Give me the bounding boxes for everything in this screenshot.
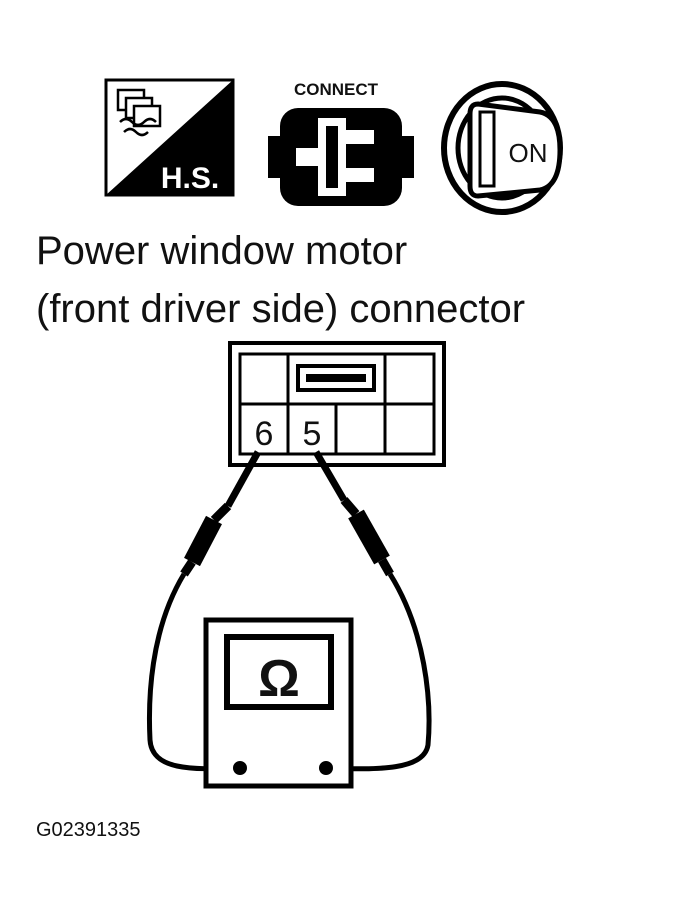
connect-icon: CONNECT — [268, 80, 414, 206]
pin-5-label: 5 — [303, 415, 322, 453]
figure-code: G02391335 — [36, 819, 141, 841]
title-line-2: (front driver side) connector — [36, 287, 525, 331]
connect-label: CONNECT — [294, 80, 379, 99]
ohm-symbol: Ω — [258, 650, 300, 708]
harness-sheet-icon: H.S. — [104, 78, 235, 197]
connector-face — [228, 341, 446, 467]
meter-terminal-right — [319, 761, 333, 775]
ignition-on-label: ON — [509, 138, 548, 168]
hs-label: H.S. — [161, 162, 219, 195]
ignition-key-icon: ON — [441, 81, 563, 215]
title-line-1: Power window motor — [36, 229, 407, 273]
pin-6-label: 6 — [255, 415, 274, 453]
right-test-lead — [312, 450, 432, 772]
ohmmeter — [203, 617, 354, 789]
meter-terminal-left — [233, 761, 247, 775]
left-test-lead — [146, 450, 262, 772]
